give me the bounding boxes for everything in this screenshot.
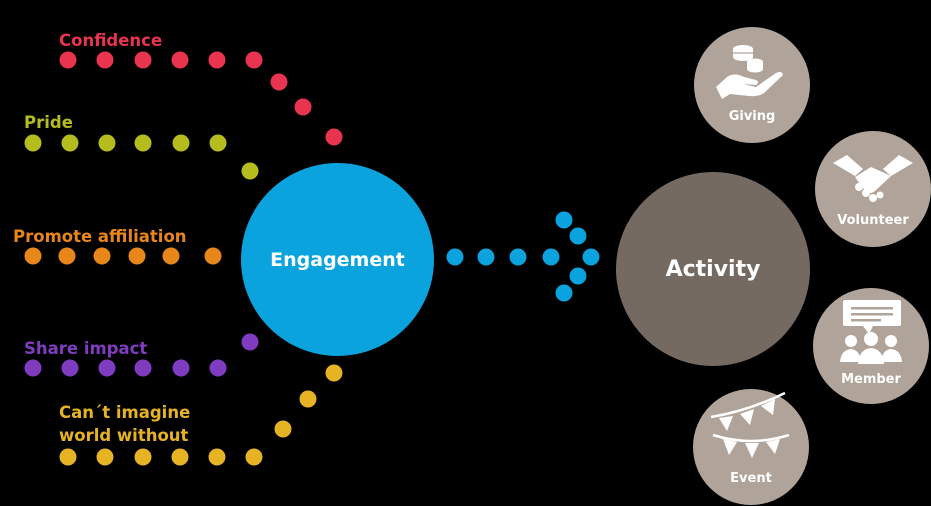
dot-cant-imagine-3 bbox=[171, 448, 189, 466]
activity-item-giving-label: Giving bbox=[728, 109, 776, 124]
arrow-dot-5 bbox=[569, 227, 587, 245]
activity-item-volunteer-label: Volunteer bbox=[837, 213, 909, 228]
arrow-dot-0 bbox=[446, 248, 464, 266]
dot-cant-imagine-0 bbox=[59, 448, 77, 466]
dot-cant-imagine-1 bbox=[96, 448, 114, 466]
dot-confidence-8 bbox=[325, 128, 343, 146]
arrow-dot-7 bbox=[569, 267, 587, 285]
arrow-dot-1 bbox=[477, 248, 495, 266]
dot-pride-5 bbox=[209, 134, 227, 152]
dot-pride-3 bbox=[134, 134, 152, 152]
driver-label-cant-imagine: Can´t imagine world without bbox=[59, 401, 190, 447]
dot-share-impact-1 bbox=[61, 359, 79, 377]
driver-label-confidence: Confidence bbox=[59, 31, 163, 50]
dot-cant-imagine-6 bbox=[274, 420, 292, 438]
dot-promote-affiliation-2 bbox=[93, 247, 111, 265]
dot-pride-6 bbox=[241, 162, 259, 180]
activity-item-volunteer: Volunteer bbox=[815, 131, 931, 247]
arrow-dot-6 bbox=[582, 248, 600, 266]
dot-share-impact-4 bbox=[172, 359, 190, 377]
dot-promote-affiliation-0 bbox=[24, 247, 42, 265]
bunting-flags-icon bbox=[710, 391, 790, 458]
dot-confidence-6 bbox=[270, 73, 288, 91]
activity-circle: Activity bbox=[616, 172, 810, 366]
activity-item-event-label: Event bbox=[730, 471, 772, 486]
arrow-dot-3 bbox=[542, 248, 560, 266]
dot-pride-4 bbox=[172, 134, 190, 152]
dot-promote-affiliation-5 bbox=[204, 247, 222, 265]
dot-promote-affiliation-3 bbox=[128, 247, 146, 265]
dot-cant-imagine-8 bbox=[325, 364, 343, 382]
dot-share-impact-2 bbox=[98, 359, 116, 377]
driver-label-cant-imagine-line1: Can´t imagine bbox=[59, 403, 191, 422]
arrow-dot-8 bbox=[555, 284, 573, 302]
dot-pride-0 bbox=[24, 134, 42, 152]
dot-promote-affiliation-4 bbox=[162, 247, 180, 265]
dot-share-impact-6 bbox=[241, 333, 259, 351]
arrow-dot-2 bbox=[509, 248, 527, 266]
driver-label-promote-affiliation: Promote affiliation bbox=[13, 227, 187, 246]
dot-share-impact-3 bbox=[134, 359, 152, 377]
driver-label-pride: Pride bbox=[24, 113, 73, 132]
dot-cant-imagine-7 bbox=[299, 390, 317, 408]
member-group-speech-icon bbox=[840, 300, 902, 364]
dot-cant-imagine-5 bbox=[245, 448, 263, 466]
dot-confidence-1 bbox=[96, 51, 114, 69]
activity-item-giving: Giving bbox=[694, 27, 810, 143]
dot-cant-imagine-2 bbox=[134, 448, 152, 466]
dot-share-impact-5 bbox=[209, 359, 227, 377]
dot-pride-1 bbox=[61, 134, 79, 152]
engagement-circle: Engagement bbox=[241, 163, 434, 356]
activity-item-member: Member bbox=[813, 288, 929, 404]
activity-label: Activity bbox=[665, 256, 761, 282]
activity-item-member-label: Member bbox=[841, 372, 901, 387]
dot-pride-2 bbox=[98, 134, 116, 152]
dot-confidence-5 bbox=[245, 51, 263, 69]
dot-cant-imagine-4 bbox=[208, 448, 226, 466]
dot-promote-affiliation-1 bbox=[58, 247, 76, 265]
arrow-dot-4 bbox=[555, 211, 573, 229]
dot-confidence-3 bbox=[171, 51, 189, 69]
dot-confidence-0 bbox=[59, 51, 77, 69]
driver-label-cant-imagine-line2: world without bbox=[59, 426, 189, 445]
dot-confidence-2 bbox=[134, 51, 152, 69]
handshake-icon bbox=[833, 155, 913, 202]
driver-label-share-impact: Share impact bbox=[24, 339, 148, 358]
engagement-label: Engagement bbox=[270, 248, 405, 271]
dot-confidence-4 bbox=[208, 51, 226, 69]
dot-confidence-7 bbox=[294, 98, 312, 116]
activity-item-event: Event bbox=[693, 389, 809, 505]
dot-share-impact-0 bbox=[24, 359, 42, 377]
giving-hand-coins-icon bbox=[716, 45, 783, 99]
